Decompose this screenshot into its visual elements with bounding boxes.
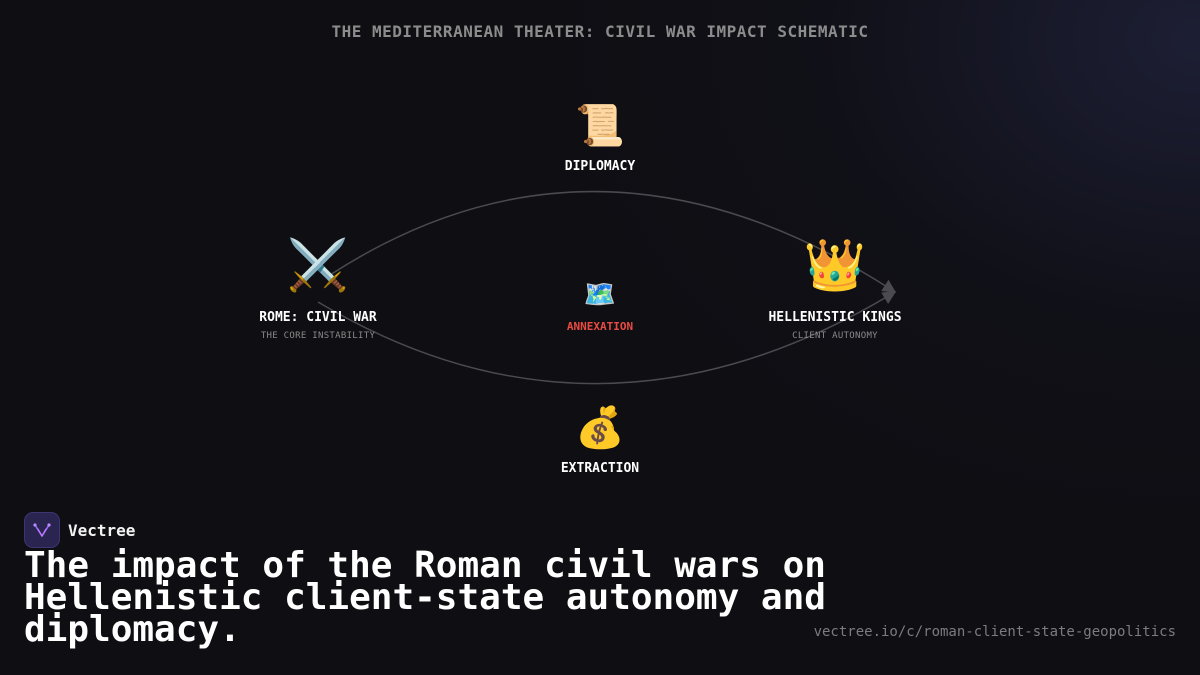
scroll-icon: 📜 — [575, 103, 625, 149]
node-diplomacy[interactable]: 📜 DIPLOMACY — [565, 106, 635, 174]
vectree-logo-icon — [24, 512, 60, 548]
crown-icon: 👑 — [803, 236, 867, 294]
map-icon: 🗺️ — [583, 280, 617, 310]
node-kings[interactable]: 👑 HELLENISTIC KINGS CLIENT AUTONOMY — [768, 240, 901, 341]
node-annexation-label: ANNEXATION — [566, 320, 634, 333]
node-extraction-label: EXTRACTION — [560, 461, 640, 476]
brand-name: Vectree — [68, 520, 136, 540]
node-annexation[interactable]: 🗺️ ANNEXATION — [567, 282, 633, 333]
headline: The impact of the Roman civil wars on He… — [24, 545, 826, 650]
money-bag-icon: 💰 — [575, 405, 625, 451]
page-url[interactable]: vectree.io/c/roman-client-state-geopolit… — [813, 624, 1176, 640]
node-diplomacy-label: DIPLOMACY — [564, 159, 636, 174]
node-rome[interactable]: ⚔️ ROME: CIVIL WAR THE CORE INSTABILITY — [259, 240, 376, 341]
node-extraction[interactable]: 💰 EXTRACTION — [561, 408, 639, 476]
crossed-swords-icon: ⚔️ — [286, 236, 350, 294]
node-rome-sublabel: THE CORE INSTABILITY — [260, 331, 376, 341]
node-rome-label: ROME: CIVIL WAR — [259, 310, 377, 325]
node-kings-sublabel: CLIENT AUTONOMY — [792, 331, 878, 341]
node-kings-label: HELLENISTIC KINGS — [768, 310, 902, 325]
diagram-title: THE MEDITERRANEAN THEATER: CIVIL WAR IMP… — [331, 22, 869, 41]
brand[interactable]: Vectree — [24, 512, 135, 548]
